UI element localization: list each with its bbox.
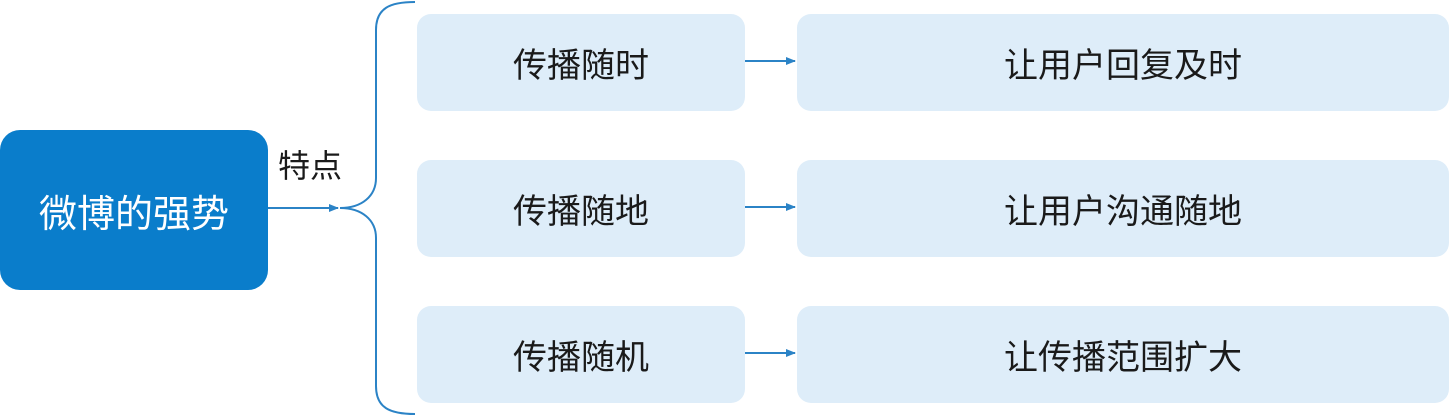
result-label-2: 让传播范围扩大: [1004, 338, 1242, 378]
trait-label-2: 传播随机: [513, 338, 649, 378]
trait-label-0: 传播随时: [513, 46, 649, 86]
trait-label-1: 传播随地: [513, 192, 649, 232]
result-node-0: 让用户回复及时: [797, 14, 1449, 111]
root-node: 微博的强势: [0, 130, 268, 290]
result-label-0: 让用户回复及时: [1004, 46, 1242, 86]
result-node-1: 让用户沟通随地: [797, 160, 1449, 257]
trait-node-2: 传播随机: [417, 306, 745, 403]
brace-bracket: [339, 1, 416, 415]
root-node-label: 微博的强势: [38, 191, 229, 236]
trait-node-0: 传播随时: [417, 14, 745, 111]
trait-node-1: 传播随地: [417, 160, 745, 257]
result-label-1: 让用户沟通随地: [1004, 192, 1242, 232]
result-node-2: 让传播范围扩大: [797, 306, 1449, 403]
relation-label: 特点: [277, 147, 342, 185]
